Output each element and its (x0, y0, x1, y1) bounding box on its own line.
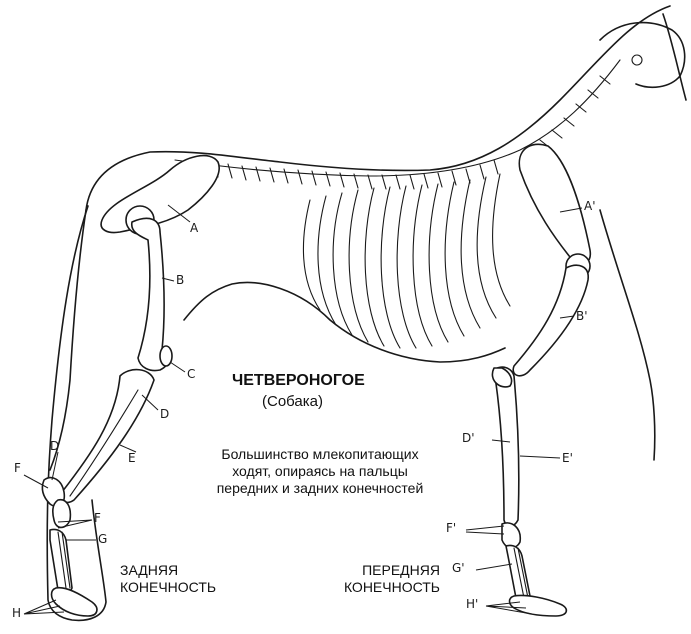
eye-socket (632, 55, 642, 65)
label-fore-H: H' (466, 598, 478, 610)
diagram-title: ЧЕТВЕРОНОГОЕ (232, 372, 365, 390)
label-hind-D: D (160, 408, 169, 420)
patella (160, 346, 172, 366)
description-line: ходят, опираясь на пальцы (170, 463, 470, 480)
skull (600, 23, 685, 88)
label-hind-A: A (190, 222, 198, 234)
label-fore-D: D' (462, 432, 475, 444)
label-hind-B: B (176, 274, 184, 286)
label-hind-C: C (187, 368, 195, 380)
leader-E-prime (520, 456, 560, 458)
label-hind-F2: F (94, 512, 101, 524)
fore-carpals (502, 523, 520, 548)
description-line: передних и задних конечностей (170, 480, 470, 497)
fore-metacarpals (506, 545, 530, 601)
fore-toes (510, 595, 567, 616)
diagram-subtitle: (Собака) (262, 393, 323, 410)
ribcage (303, 174, 510, 348)
label-hind-H: H (12, 607, 21, 619)
label-fore-F: F' (446, 522, 456, 534)
leader-G-prime (476, 564, 512, 570)
hind-limb-caption: ЗАДНЯЯ КОНЕЧНОСТЬ (120, 562, 216, 596)
radius-ulna (494, 367, 519, 526)
scapula (519, 144, 590, 264)
description: Большинство млекопитающих ходят, опираяс… (170, 446, 470, 497)
label-hind-E: E (128, 452, 136, 464)
label-fore-G: G' (452, 562, 465, 574)
hind-limb-line2: КОНЕЧНОСТЬ (120, 579, 216, 596)
hind-toes (52, 588, 97, 616)
label-fore-B: B' (576, 310, 588, 322)
chest-outline (600, 210, 655, 460)
fore-limb-caption: ПЕРЕДНЯЯ КОНЕЧНОСТЬ (318, 562, 440, 596)
label-fore-E: E' (562, 452, 573, 464)
hind-tarsals (53, 500, 71, 528)
tail-line (50, 210, 86, 470)
fore-limb-line2: КОНЕЧНОСТЬ (318, 579, 440, 596)
label-hind-F: F (14, 462, 21, 474)
label-hind-G: G (98, 533, 107, 545)
fore-limb-line1: ПЕРЕДНЯЯ (318, 562, 440, 579)
leader-F-prime (466, 526, 504, 534)
hind-metatarsals (50, 529, 72, 593)
pelvis (101, 156, 219, 233)
leader-C (170, 362, 185, 372)
description-line: Большинство млекопитающих (170, 446, 470, 463)
body-outline (47, 6, 686, 620)
label-hind-D2: D (50, 440, 59, 452)
label-fore-A: A' (584, 200, 596, 212)
hind-limb-line1: ЗАДНЯЯ (120, 562, 216, 579)
tibia (61, 370, 154, 503)
